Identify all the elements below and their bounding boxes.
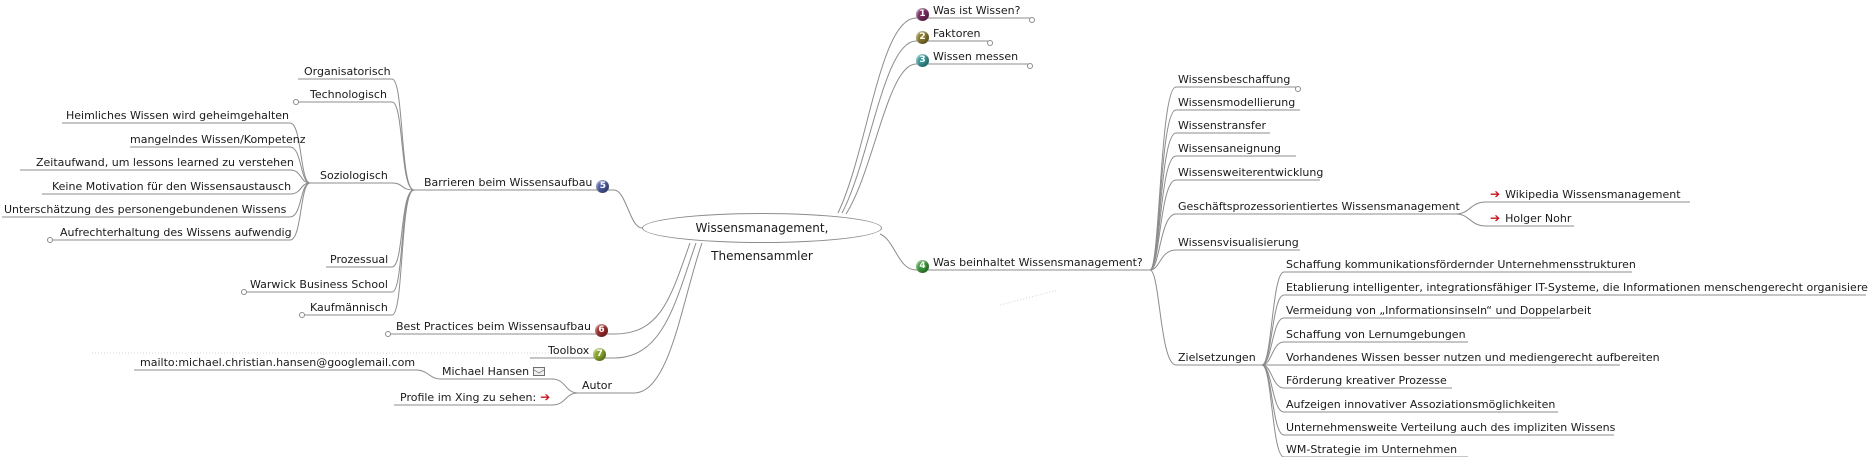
number-badge-icon: 6 bbox=[594, 324, 608, 337]
soziologisch-item[interactable]: Unterschätzung des personengebundenen Wi… bbox=[4, 203, 287, 216]
number-badge-icon: 7 bbox=[593, 348, 607, 361]
ziel-item[interactable]: Schaffung kommunikationsfördernder Unter… bbox=[1286, 258, 1636, 271]
subtopic-organisatorisch[interactable]: Organisatorisch bbox=[304, 65, 391, 78]
central-topic[interactable]: Wissensmanagement, Themensammler bbox=[642, 213, 882, 263]
autor-name-label: Michael Hansen bbox=[442, 365, 530, 378]
link-best-practices bbox=[390, 242, 691, 335]
ziel-item[interactable]: Schaffung von Lernumgebungen bbox=[1286, 328, 1466, 341]
link-autor bbox=[578, 242, 703, 394]
envelope-icon bbox=[533, 367, 546, 376]
topic-was-beinhaltet[interactable]: 4 Was beinhaltet Wissensmanagement? bbox=[916, 256, 1143, 273]
subtopic-zielsetzungen[interactable]: Zielsetzungen bbox=[1178, 351, 1256, 364]
subtopic-prozessual[interactable]: Prozessual bbox=[330, 253, 389, 266]
ziel-item[interactable]: Vermeidung von „Informationsinseln“ und … bbox=[1286, 304, 1592, 317]
link-holger-nohr[interactable]: ➔ Holger Nohr bbox=[1490, 211, 1572, 226]
autor-xing[interactable]: Profile im Xing zu sehen:➔ bbox=[400, 390, 551, 405]
subtopic-warwick[interactable]: Warwick Business School bbox=[250, 278, 388, 291]
topic-was-ist-wissen[interactable]: 1 Was ist Wissen? bbox=[916, 4, 1020, 21]
ziel-item[interactable]: Vorhandenes Wissen besser nutzen und med… bbox=[1286, 351, 1660, 364]
link-label: Wikipedia Wissensmanagement bbox=[1505, 188, 1681, 201]
topic-label: Was beinhaltet Wissensmanagement? bbox=[933, 256, 1143, 269]
topic-label: Barrieren beim Wissensaufbau bbox=[424, 176, 593, 189]
hyperlink-arrow-icon: ➔ bbox=[540, 390, 551, 404]
link-wissen-messen bbox=[845, 63, 1028, 215]
subtopic-wissensweiterentwicklung[interactable]: Wissensweiterentwicklung bbox=[1178, 166, 1324, 179]
subtopic-wissensbeschaffung[interactable]: Wissensbeschaffung bbox=[1178, 73, 1291, 86]
number-badge-icon: 4 bbox=[916, 260, 929, 273]
hyperlink-arrow-icon: ➔ bbox=[1490, 211, 1501, 225]
link-label: Holger Nohr bbox=[1505, 212, 1572, 225]
subtopic-soziologisch[interactable]: Soziologisch bbox=[320, 169, 388, 182]
topic-label: Was ist Wissen? bbox=[933, 4, 1021, 17]
topic-label: Wissen messen bbox=[933, 50, 1019, 63]
number-badge-icon: 5 bbox=[596, 180, 610, 193]
xing-label: Profile im Xing zu sehen: bbox=[400, 391, 537, 404]
subtopic-wissenstransfer[interactable]: Wissenstransfer bbox=[1178, 119, 1267, 132]
soziologisch-item[interactable]: Aufrechterhaltung des Wissens aufwendig bbox=[60, 226, 292, 239]
link-wikipedia[interactable]: ➔ Wikipedia Wissensmanagement bbox=[1490, 187, 1681, 202]
ziel-item[interactable]: Aufzeigen innovativer Assoziationsmöglic… bbox=[1286, 398, 1556, 411]
soziologisch-item[interactable]: mangelndes Wissen/Kompetenz bbox=[130, 133, 306, 146]
subtopic-geschaeftsprozess[interactable]: Geschäftsprozessorientiertes Wissensmana… bbox=[1178, 200, 1460, 213]
soziologisch-item[interactable]: Zeitaufwand, um lessons learned zu verst… bbox=[36, 156, 294, 169]
ziel-item[interactable]: Unternehmensweite Verteilung auch des im… bbox=[1286, 421, 1616, 434]
topic-label: Toolbox bbox=[548, 344, 590, 357]
ziel-item[interactable]: Förderung kreativer Prozesse bbox=[1286, 374, 1447, 387]
topic-wissen-messen[interactable]: 3 Wissen messen bbox=[916, 50, 1018, 67]
link-barrieren bbox=[414, 189, 643, 229]
ziel-item[interactable]: Etablierung intelligenter, integrationsf… bbox=[1286, 281, 1868, 294]
subtopic-wissensvisualisierung[interactable]: Wissensvisualisierung bbox=[1178, 236, 1299, 249]
topic-autor[interactable]: Autor bbox=[582, 379, 613, 392]
subtopic-wissensmodellierung[interactable]: Wissensmodellierung bbox=[1178, 96, 1296, 109]
link-faktoren bbox=[841, 40, 988, 214]
number-badge-icon: 3 bbox=[916, 54, 929, 67]
subtopic-technologisch[interactable]: Technologisch bbox=[310, 88, 387, 101]
autor-email[interactable]: mailto:michael.christian.hansen@googlema… bbox=[140, 356, 416, 369]
soziologisch-item[interactable]: Heimliches Wissen wird geheimgehalten bbox=[66, 109, 290, 122]
topic-label: Best Practices beim Wissensaufbau bbox=[396, 320, 591, 333]
ziel-item[interactable]: WM-Strategie im Unternehmen bbox=[1286, 443, 1458, 456]
link-was-ist-wissen bbox=[837, 17, 1030, 214]
link-toolbox bbox=[530, 242, 697, 359]
topic-faktoren[interactable]: 2 Faktoren bbox=[916, 27, 981, 44]
subtopic-kaufmaennisch[interactable]: Kaufmännisch bbox=[310, 301, 388, 314]
soziologisch-item[interactable]: Keine Motivation für den Wissensaustausc… bbox=[52, 180, 292, 193]
subtopic-wissensaneignung[interactable]: Wissensaneignung bbox=[1178, 142, 1282, 155]
topic-label: Faktoren bbox=[933, 27, 981, 40]
number-badge-icon: 2 bbox=[916, 31, 929, 44]
link-was-beinhaltet bbox=[879, 233, 1150, 271]
hyperlink-arrow-icon: ➔ bbox=[1490, 187, 1501, 201]
number-badge-icon: 1 bbox=[916, 8, 929, 21]
autor-name[interactable]: Michael Hansen bbox=[442, 365, 546, 378]
